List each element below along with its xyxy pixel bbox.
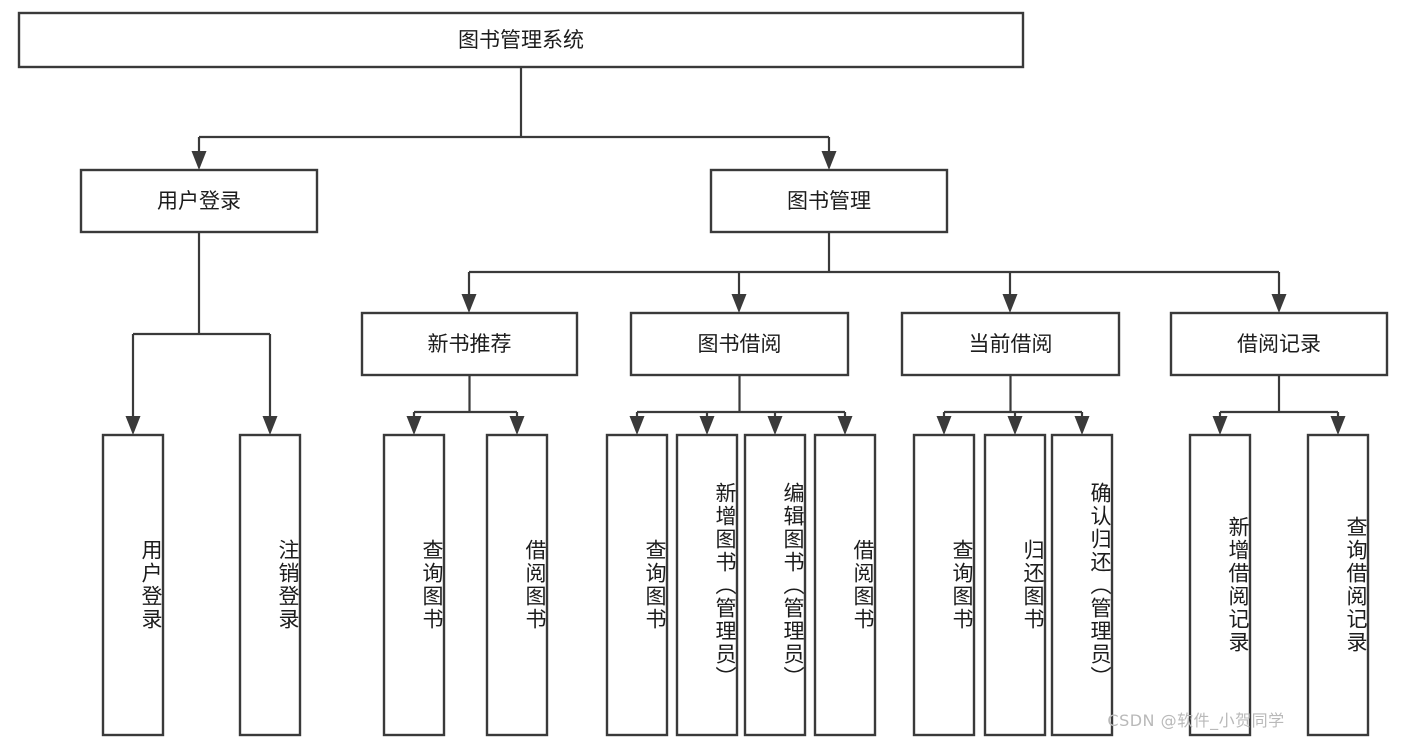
arrow-down-icon-book-1 [731, 294, 747, 313]
arrow-down-icon-l2-1-1 [699, 416, 715, 435]
arrow-down-icon-l2-3-0 [1212, 416, 1228, 435]
node-leaf-9[interactable] [983, 433, 1047, 737]
node-box-layer [17, 11, 1389, 737]
node-leaf-0[interactable] [101, 433, 165, 737]
arrow-down-icon-l2-0-1 [509, 416, 525, 435]
arrow-down-icon-root-1 [821, 151, 837, 170]
node-leaf-5[interactable] [675, 433, 739, 737]
connector-layer [125, 67, 1346, 435]
arrow-down-icon-l2-2-1 [1007, 416, 1023, 435]
node-level2-0-label: 新书推荐 [428, 332, 512, 356]
node-level2-3-label: 借阅记录 [1237, 332, 1321, 356]
node-level1-0[interactable] [79, 168, 319, 234]
node-leaf-6[interactable] [743, 433, 807, 737]
node-leaf-10[interactable] [1050, 433, 1114, 737]
csdn-watermark: CSDN @软件_小贺同学 [1107, 711, 1285, 730]
node-level2-0[interactable] [360, 311, 579, 377]
node-level2-3[interactable] [1169, 311, 1389, 377]
node-leaf-8[interactable] [912, 433, 976, 737]
arrow-down-icon-root-0 [191, 151, 207, 170]
arrow-down-icon-book-0 [461, 294, 477, 313]
arrow-down-icon-l2-1-3 [837, 416, 853, 435]
node-leaf-4[interactable] [605, 433, 669, 737]
arrow-down-icon-user-1 [262, 416, 278, 435]
arrow-down-icon-l2-1-2 [767, 416, 783, 435]
arrow-down-icon-l2-0-0 [406, 416, 422, 435]
node-level1-1[interactable] [709, 168, 949, 234]
node-leaf-2[interactable] [382, 433, 446, 737]
node-level2-1-label: 图书借阅 [698, 332, 782, 356]
arrow-down-icon-l2-3-1 [1330, 416, 1346, 435]
arrow-down-icon-l2-1-0 [629, 416, 645, 435]
node-leaf-1[interactable] [238, 433, 302, 737]
arrow-down-icon-user-0 [125, 416, 141, 435]
node-root[interactable] [17, 11, 1025, 69]
arrow-down-icon-book-3 [1271, 294, 1287, 313]
arrow-down-icon-book-2 [1002, 294, 1018, 313]
node-leaf-11[interactable] [1188, 433, 1252, 737]
node-level2-2-label: 当前借阅 [969, 332, 1053, 356]
arrow-down-icon-l2-2-2 [1074, 416, 1090, 435]
node-leaf-3[interactable] [485, 433, 549, 737]
node-level2-2[interactable] [900, 311, 1121, 377]
node-level1-0-label: 用户登录 [157, 189, 241, 213]
node-root-label: 图书管理系统 [458, 28, 584, 52]
node-level1-1-label: 图书管理 [787, 189, 871, 213]
node-level2-1[interactable] [629, 311, 850, 377]
node-leaf-7[interactable] [813, 433, 877, 737]
node-leaf-12[interactable] [1306, 433, 1370, 737]
arrow-down-icon-l2-2-0 [936, 416, 952, 435]
